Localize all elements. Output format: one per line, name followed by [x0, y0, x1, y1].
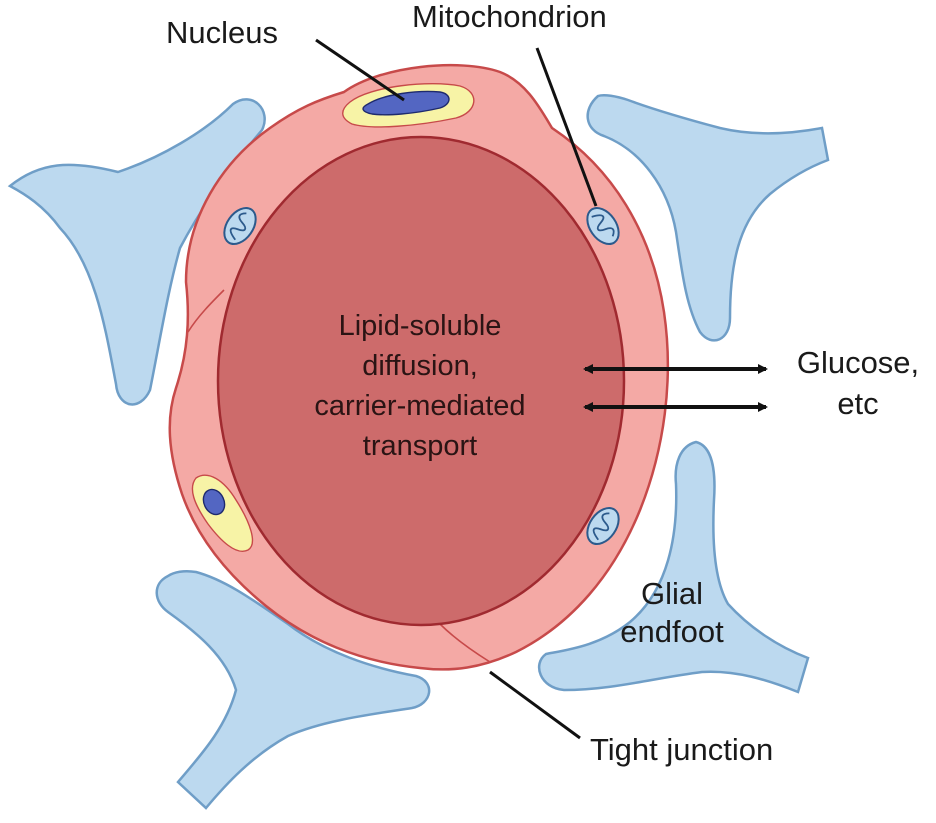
nucleus-body-lower [202, 488, 226, 516]
mitochondrion-icon-left [223, 206, 257, 246]
lumen-text-line: carrier-mediated [314, 390, 525, 422]
glucose-label: Glucose, etc [797, 345, 919, 421]
tight-junction-leader-line [489, 670, 581, 740]
tight-junction-label: Tight junction [590, 732, 773, 767]
glial-endfeet [7, 93, 830, 810]
glial-endfoot-bottom-right [537, 440, 810, 694]
lumen-transport-text: Lipid-soluble diffusion, carrier-mediate… [314, 310, 525, 462]
leader-lines [315, 38, 598, 740]
lumen-text-line: Lipid-soluble [339, 310, 502, 342]
glucose-label-line: etc [837, 386, 878, 421]
mitochondrion-label: Mitochondrion [412, 0, 607, 34]
cell-junction-seam-left [187, 289, 225, 333]
lumen-text-line: diffusion, [362, 350, 478, 382]
mitochondrion-icon-right-lower [586, 506, 620, 546]
double-arrow-icon [583, 364, 768, 412]
glial-label-line: endfoot [620, 614, 724, 649]
cell-junction-seam-bottom [439, 623, 491, 663]
glial-label-line: Glial [641, 576, 703, 611]
nucleus-label: Nucleus [166, 15, 278, 50]
nucleus-leader-line [315, 38, 405, 102]
nucleus-icon-lower-left [191, 474, 254, 552]
glial-endfoot-label: Glial endfoot [620, 576, 724, 649]
glial-endfoot-top-left [7, 98, 266, 406]
capillary-lumen [216, 135, 626, 627]
mitochondrion-leader-line [535, 47, 598, 207]
mitochondrion-icon-right-upper [586, 206, 620, 246]
glucose-label-line: Glucose, [797, 345, 919, 380]
lumen-text-line: transport [363, 430, 477, 462]
glial-endfoot-top-right [586, 93, 830, 342]
glial-endfoot-bottom-left [155, 569, 431, 810]
nucleus-body-top [362, 90, 450, 116]
nucleus-icon [342, 83, 475, 128]
